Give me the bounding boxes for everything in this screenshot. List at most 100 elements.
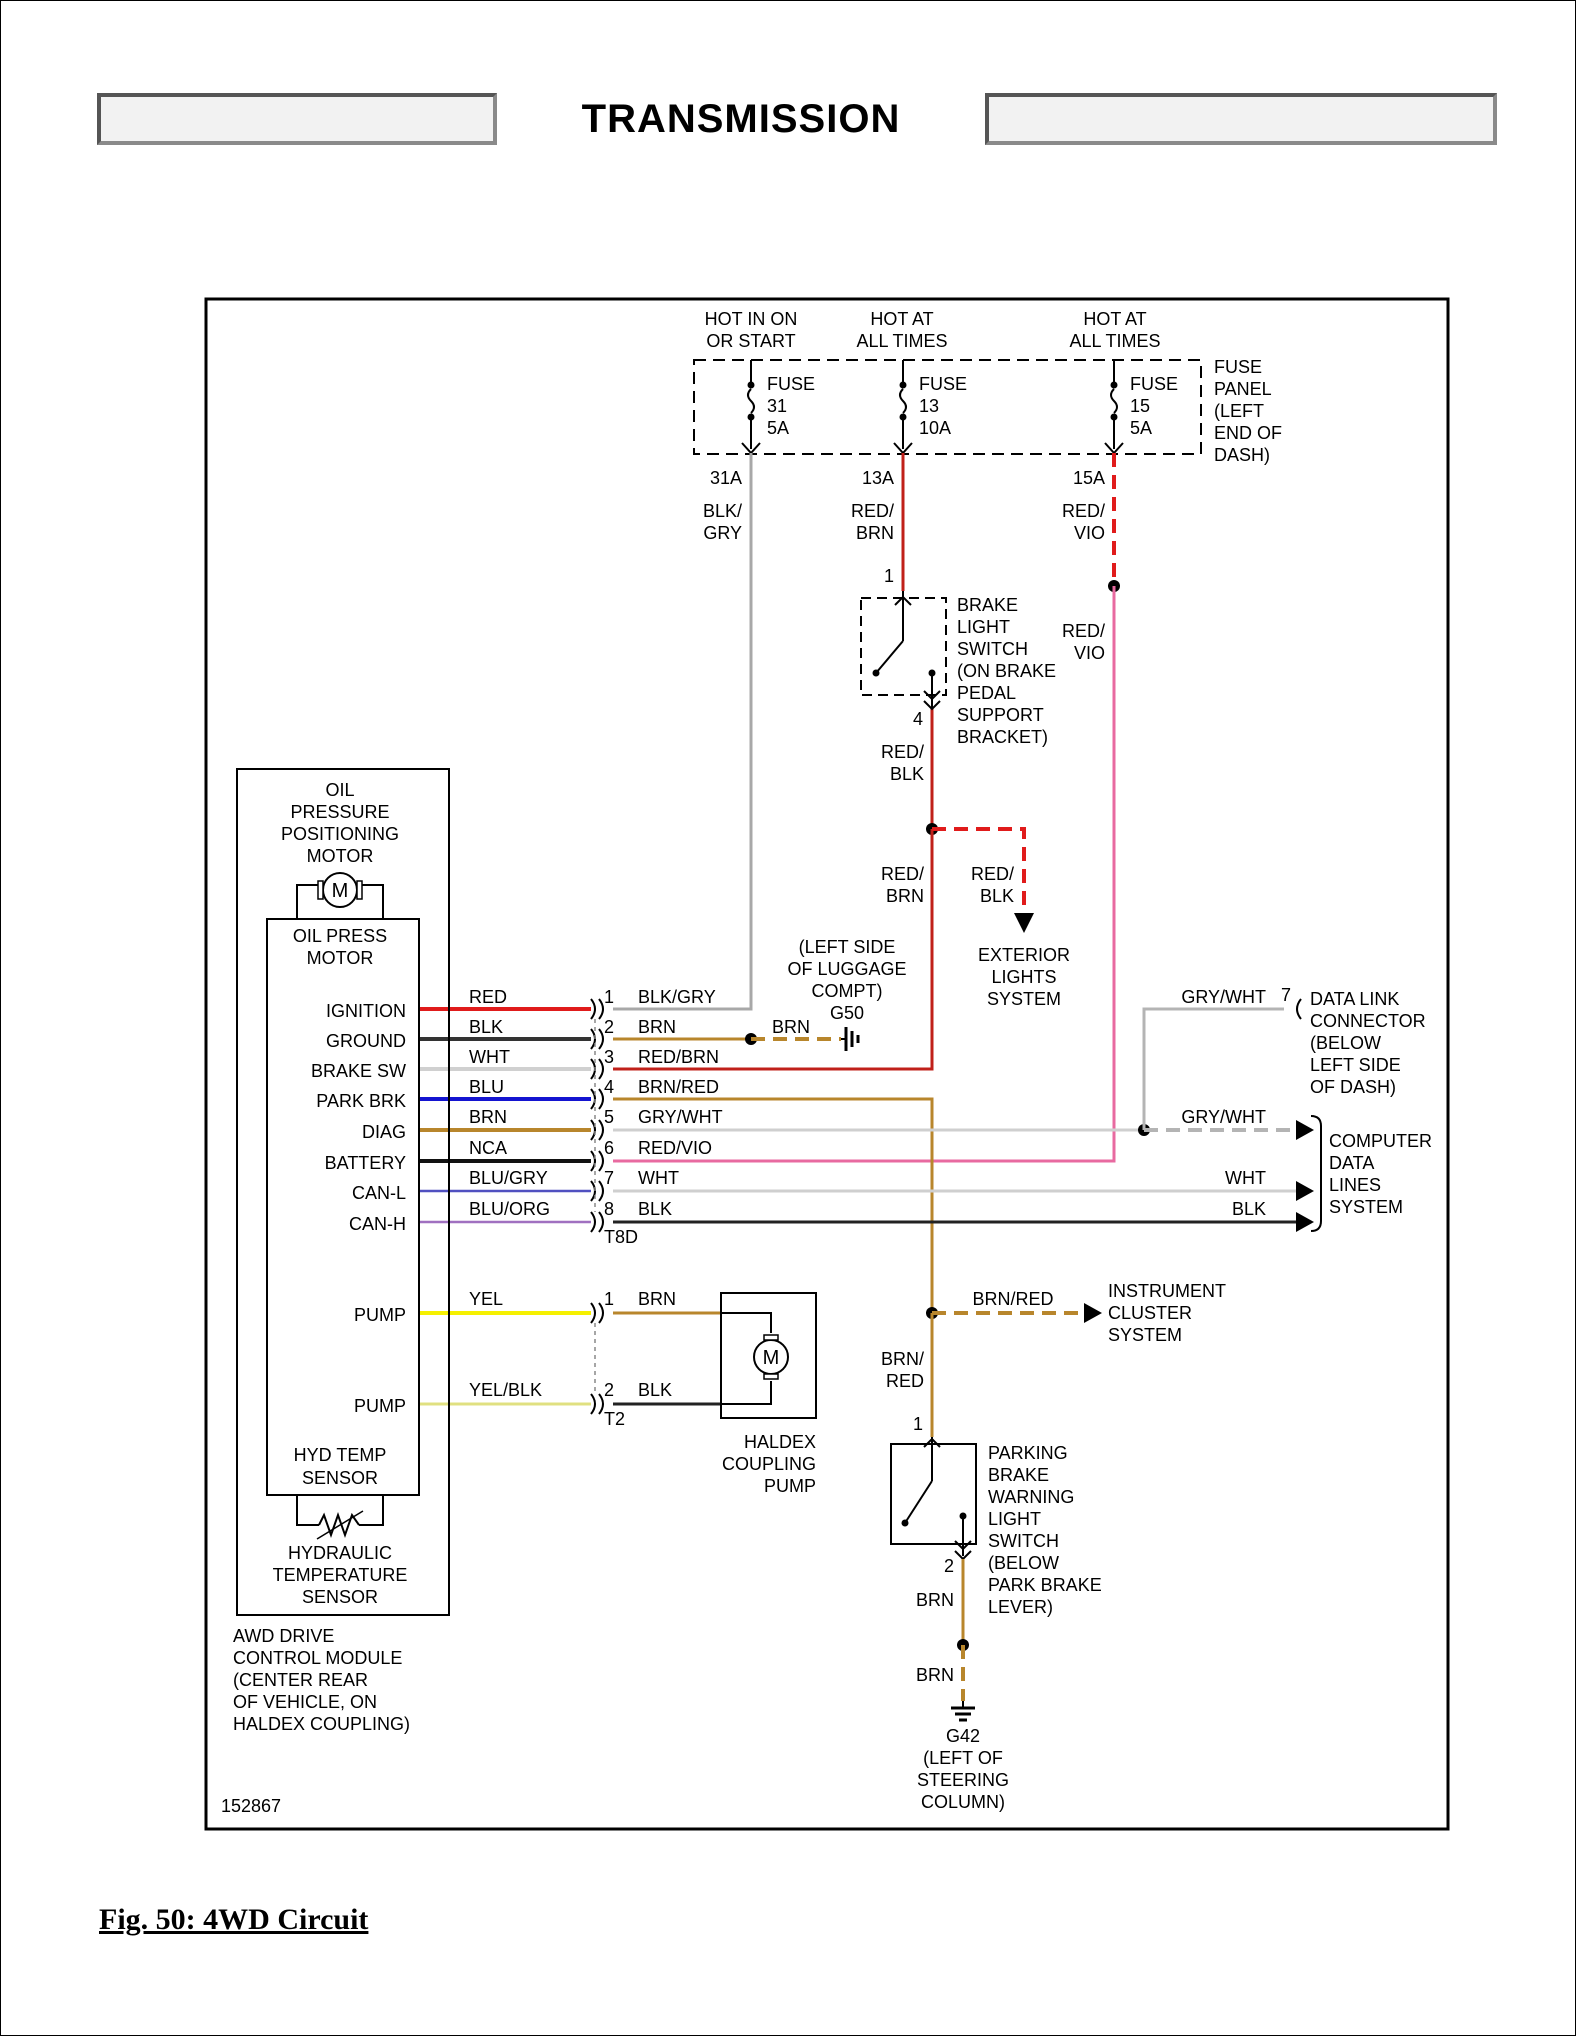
module-wires — [419, 1007, 591, 1224]
computer-wire-wht: WHT — [1225, 1168, 1266, 1188]
module-pin-functions: IGNITION GROUND BRAKE SW PARK BRK DIAG B… — [311, 1001, 406, 1416]
page-title: TRANSMISSION — [581, 97, 901, 141]
module-name-4: OF VEHICLE, ON — [233, 1692, 377, 1712]
hyd-temp-sensor-symbol — [296, 1495, 384, 1540]
mwire-3: WHT — [469, 1047, 510, 1067]
g50-desc-3: COMPT) — [812, 981, 883, 1001]
park-switch-label-5: SWITCH — [988, 1531, 1059, 1551]
pin-3: 3 — [604, 1047, 614, 1067]
motor-title-1: OIL — [325, 780, 354, 800]
owire-pump-1: BRN — [638, 1289, 676, 1309]
brake-switch-pin-1: 1 — [884, 566, 894, 586]
fuse-panel-label-2: PANEL — [1214, 379, 1272, 399]
fuse-panel-label-4: END OF — [1214, 423, 1282, 443]
mwire-1: RED — [469, 987, 507, 1007]
awd-module-box — [236, 768, 450, 1616]
arrow-data-wht — [1296, 1181, 1314, 1201]
g42-desc-1: (LEFT OF — [923, 1748, 1003, 1768]
source-label-3a: HOT AT — [1083, 309, 1146, 329]
pin-6: 6 — [604, 1138, 614, 1158]
fuse-13-wire-b: BRN — [856, 523, 894, 543]
fuse-13-amp: 10A — [919, 418, 951, 438]
fuse-15-amp: 5A — [1130, 418, 1152, 438]
diagram-frame — [204, 297, 1450, 1831]
data-link-label-2: CONNECTOR — [1310, 1011, 1426, 1031]
exterior-lights-2: LIGHTS — [991, 967, 1056, 987]
connector-t2-name: T2 — [604, 1409, 625, 1429]
brake-switch-label-3: SWITCH — [957, 639, 1028, 659]
fuse-31: FUSE 31 5A 31A BLK/ GRY — [703, 360, 815, 543]
red-vio-lower-a: RED/ — [1062, 621, 1105, 641]
func-pump-1: PUMP — [354, 1305, 406, 1325]
park-switch-label-4: LIGHT — [988, 1509, 1041, 1529]
connector-t8d-name: T8D — [604, 1227, 638, 1247]
parking-brake-switch — [890, 1437, 977, 1561]
computer-data-label-1: COMPUTER — [1329, 1131, 1432, 1151]
source-label-2a: HOT AT — [870, 309, 933, 329]
red-vio-lower-b: VIO — [1074, 643, 1105, 663]
module-name-3: (CENTER REAR — [233, 1670, 368, 1690]
instrument-label-3: SYSTEM — [1108, 1325, 1182, 1345]
pump-label-3: PUMP — [764, 1476, 816, 1496]
computer-wire-blk: BLK — [1232, 1199, 1266, 1219]
mwire-4: BLU — [469, 1077, 504, 1097]
g50-wire: BRN — [772, 1017, 810, 1037]
harness-wire-colors: BLK/GRY BRN RED/BRN BRN/RED GRY/WHT RED/… — [638, 987, 723, 1400]
data-link-label-4: LEFT SIDE — [1310, 1055, 1401, 1075]
owire-8: BLK — [638, 1199, 672, 1219]
fuse-15-terminal: 15A — [1073, 468, 1105, 488]
park-switch-label-1: PARKING — [988, 1443, 1068, 1463]
func-diag: DIAG — [362, 1122, 406, 1142]
func-can-h: CAN-H — [349, 1214, 406, 1234]
fuse-panel: HOT IN ON OR START HOT AT ALL TIMES HOT … — [693, 309, 1282, 465]
owire-1: BLK/GRY — [638, 987, 716, 1007]
wire-red-blk-dashed — [932, 827, 1026, 913]
g42-desc-3: COLUMN) — [921, 1792, 1005, 1812]
red-brn-branch-a: RED/ — [881, 864, 924, 884]
func-battery: BATTERY — [325, 1153, 406, 1173]
owire-7: WHT — [638, 1168, 679, 1188]
exterior-lights-1: EXTERIOR — [978, 945, 1070, 965]
connector-t8d-symbols — [590, 998, 604, 1233]
pin-4: 4 — [604, 1077, 614, 1097]
fuse-15: FUSE 15 5A 15A RED/ VIO — [1062, 360, 1178, 543]
park-switch-label-3: WARNING — [988, 1487, 1074, 1507]
brake-switch-label-4: (ON BRAKE — [957, 661, 1056, 681]
g42-desc-2: STEERING — [917, 1770, 1009, 1790]
fuse-13-number: 13 — [919, 396, 939, 416]
sensor-title-3: SENSOR — [302, 1587, 378, 1607]
oil-press-motor-symbol: M — [296, 872, 384, 919]
connector-t2-symbols — [590, 1302, 604, 1415]
figure-caption: Fig. 50: 4WD Circuit — [99, 1903, 369, 1936]
arrow-data-gry-wht — [1296, 1120, 1314, 1140]
arrow-exterior-lights — [1014, 913, 1034, 933]
mwire-2: BLK — [469, 1017, 503, 1037]
pin-t2-1: 1 — [604, 1289, 614, 1309]
fuse-13-terminal: 13A — [862, 468, 894, 488]
instrument-label-2: CLUSTER — [1108, 1303, 1192, 1323]
inner-title-2: MOTOR — [307, 948, 374, 968]
pump-label-1: HALDEX — [744, 1432, 816, 1452]
pin-t2-2: 2 — [604, 1380, 614, 1400]
fuse-15-wire-b: VIO — [1074, 523, 1105, 543]
park-switch-label-6: (BELOW — [988, 1553, 1059, 1573]
wire-brn-red — [613, 1097, 934, 1313]
fuse-panel-label-3: (LEFT — [1214, 401, 1264, 421]
ground-g42-symbol — [951, 1701, 975, 1722]
brake-switch-label-6: SUPPORT — [957, 705, 1044, 725]
module-name-5: HALDEX COUPLING) — [233, 1714, 410, 1734]
g50-desc-2: OF LUGGAGE — [787, 959, 906, 979]
connector-pin-numbers: 1 2 3 4 5 6 7 8 1 2 T8D T2 — [604, 987, 638, 1429]
pin-1: 1 — [604, 987, 614, 1007]
park-switch-label-2: BRAKE — [988, 1465, 1049, 1485]
pin-2: 2 — [604, 1017, 614, 1037]
owire-5: GRY/WHT — [638, 1107, 723, 1127]
wire-blk-gry — [613, 453, 753, 1011]
data-link-wire: GRY/WHT — [1181, 987, 1266, 1007]
red-blk-label-b: BLK — [890, 764, 924, 784]
fuse-31-name: FUSE — [767, 374, 815, 394]
fuse-panel-label-5: DASH) — [1214, 445, 1270, 465]
header-bar-left — [97, 93, 497, 145]
